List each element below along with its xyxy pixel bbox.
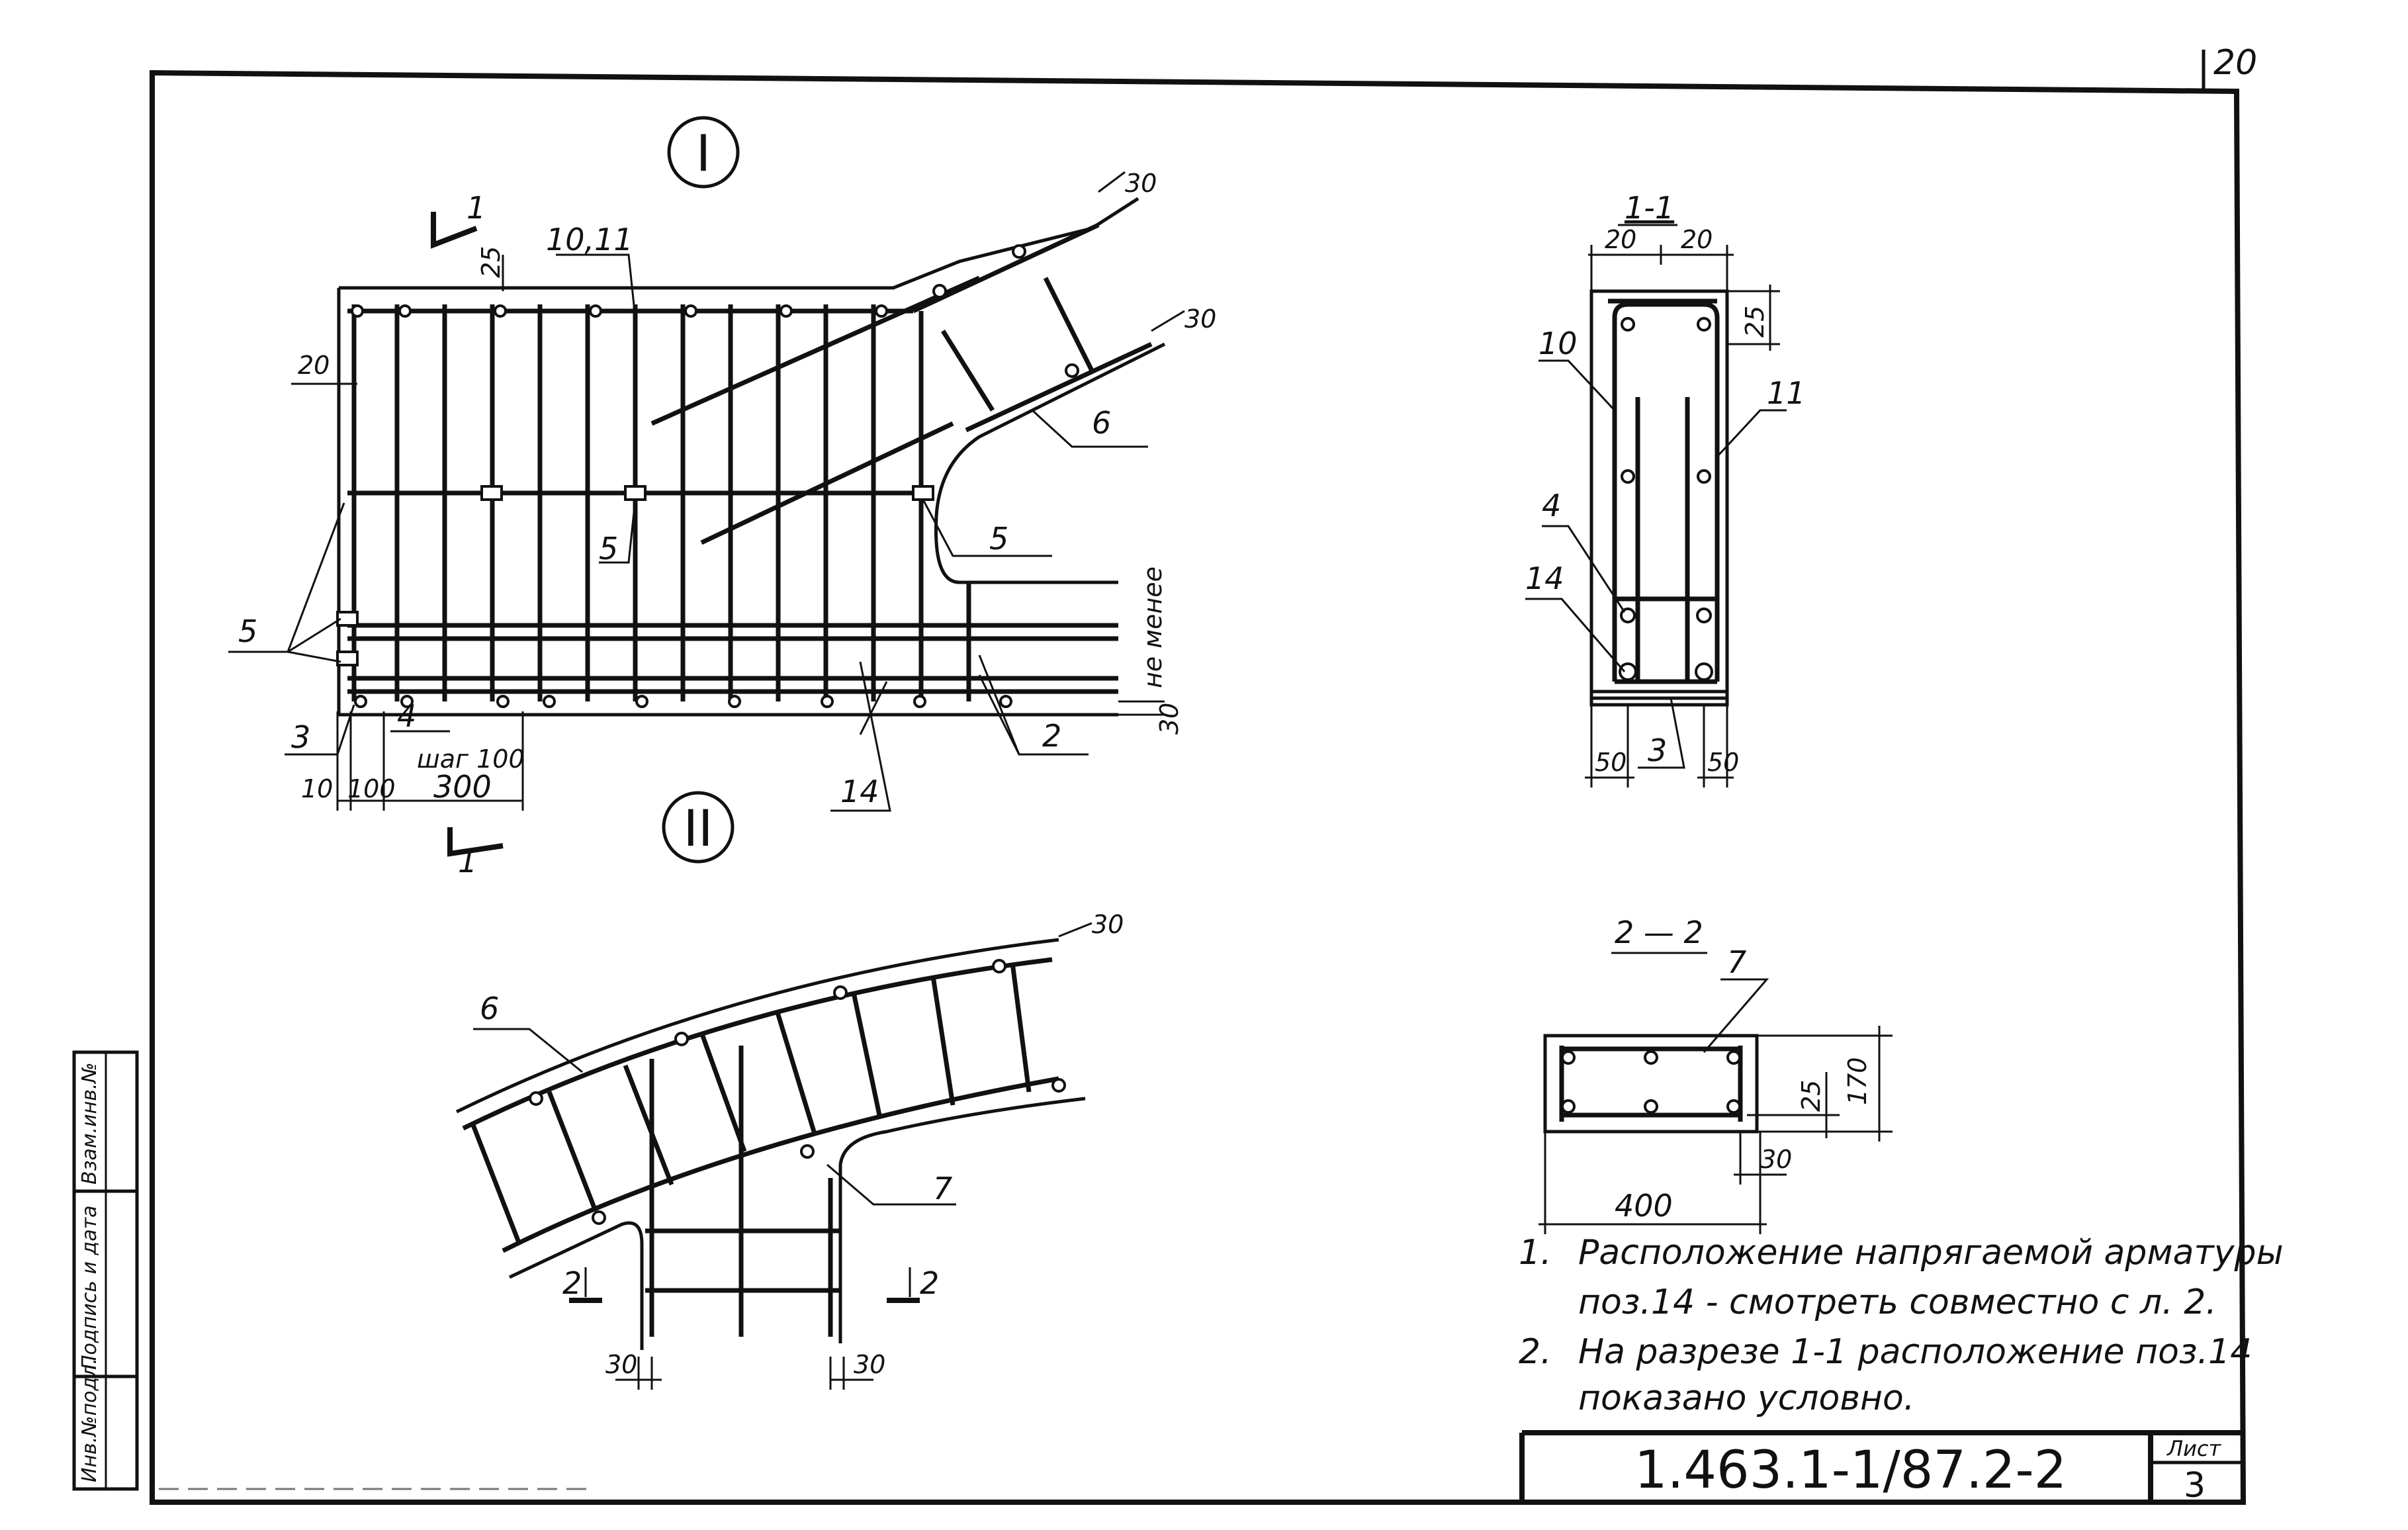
- s2-dim-400: 400: [1615, 1188, 1673, 1224]
- v2-cut-right: 2: [920, 1265, 939, 1301]
- note-1-number: 1.: [1519, 1233, 1552, 1273]
- v2-cut-left: 2: [562, 1265, 582, 1301]
- node-marker-1: I: [667, 116, 740, 189]
- stirrups: [351, 304, 971, 701]
- s1-dim-25: 25: [1740, 306, 1769, 338]
- view-node-1: 1 1: [228, 169, 1216, 879]
- note-2-line-1: На разрезе 1-1 расположение поз.14: [1578, 1332, 2252, 1372]
- document-code: 1.463.1-1/87.2-2: [1634, 1441, 2067, 1500]
- s1-pos-11: 11: [1767, 375, 1806, 411]
- v1-pos-2: 2: [1042, 718, 1061, 754]
- v1-pos-3: 3: [291, 719, 310, 755]
- stamp-field-replaced-inv: Взам.инв.№: [78, 1062, 101, 1185]
- node-2-label: II: [684, 799, 713, 858]
- sheet-label: Лист: [2166, 1436, 2221, 1461]
- s1-dim-50-b: 50: [1707, 748, 1739, 777]
- stamp-field-inv-original: Инв.№подл.: [78, 1358, 101, 1482]
- v1-dim-30-a: 30: [1125, 169, 1157, 198]
- s1-dim-20-b: 20: [1681, 225, 1713, 254]
- section-2-2: 2 — 2 7 170 25 30 400: [1538, 915, 1893, 1234]
- note-2-line-2: показано условно.: [1578, 1378, 1914, 1418]
- note-1-line-2: поз.14 - смотреть совместно с л. 2.: [1578, 1282, 2217, 1322]
- v1-dim-25: 25: [476, 246, 506, 278]
- s2-dim-30: 30: [1760, 1145, 1792, 1174]
- cut-mark-top: 1: [467, 190, 486, 226]
- v1-pos-10-11: 10,11: [546, 222, 633, 257]
- notes: 1. Расположение напрягаемой арматуры поз…: [1519, 1233, 2284, 1418]
- rebar-sections: [351, 244, 1079, 708]
- v2-pos-6: 6: [480, 991, 499, 1026]
- section-1-1-title: 1-1: [1625, 190, 1674, 226]
- s1-dim-50-a: 50: [1595, 748, 1627, 777]
- section-2-2-title: 2 — 2: [1615, 915, 1703, 950]
- title-block: 1.463.1-1/87.2-2 Лист 3: [1519, 1430, 2243, 1506]
- v1-pos-14: 14: [840, 774, 879, 809]
- v1-step: шаг 100: [417, 744, 525, 774]
- s2-pos-7: 7: [1727, 944, 1746, 980]
- v1-dim-300: 300: [433, 769, 492, 805]
- v2-dim-30-top: 30: [1092, 910, 1124, 939]
- view-node-2: 30 6 7 2 2 30 30: [455, 910, 1124, 1390]
- v1-pos-4: 4: [397, 698, 416, 734]
- v1-dim-30-b: 30: [1184, 304, 1216, 334]
- note-1-line-1: Расположение напрягаемой арматуры: [1578, 1233, 2284, 1273]
- v1-pos-6: 6: [1092, 405, 1111, 441]
- v1-dim-10: 10: [301, 774, 333, 803]
- v1-pos-5-left: 5: [238, 613, 257, 649]
- node-marker-2: II: [662, 791, 735, 864]
- v1-pos-5-mid: 5: [599, 531, 618, 566]
- s2-dim-25: 25: [1797, 1080, 1826, 1112]
- page-number: 20: [2213, 43, 2257, 83]
- s1-pos-3: 3: [1648, 733, 1667, 768]
- s2-dim-170: 170: [1843, 1057, 1872, 1105]
- cut-mark-bottom: 1: [458, 844, 477, 879]
- v1-dim-100: 100: [347, 774, 396, 803]
- section-1-1: 1-1 20 20 25 10 11: [1525, 190, 1806, 788]
- v1-pos-5-right: 5: [989, 521, 1008, 557]
- s1-pos-14: 14: [1525, 561, 1564, 596]
- side-stamp: Взам.инв.№ Подпись и дата Инв.№подл.: [72, 1050, 139, 1491]
- sheet-number: 3: [2184, 1466, 2206, 1506]
- s1-pos-4: 4: [1542, 488, 1561, 523]
- s1-pos-10: 10: [1538, 326, 1578, 361]
- v2-dim-30-left: 30: [605, 1350, 637, 1379]
- node-1-label: I: [696, 124, 711, 183]
- v1-dim-20: 20: [298, 351, 330, 380]
- stamp-field-signature-date: Подпись и дата: [78, 1206, 101, 1371]
- s1-dim-20-a: 20: [1605, 225, 1636, 254]
- note-2-number: 2.: [1519, 1332, 1552, 1372]
- sheet-frame: 20: [150, 43, 2257, 1505]
- v1-not-less: не менее: [1138, 566, 1167, 688]
- v2-dim-30-right: 30: [854, 1350, 885, 1379]
- v1-dim-30-v: 30: [1155, 703, 1184, 735]
- v2-pos-7: 7: [933, 1171, 952, 1206]
